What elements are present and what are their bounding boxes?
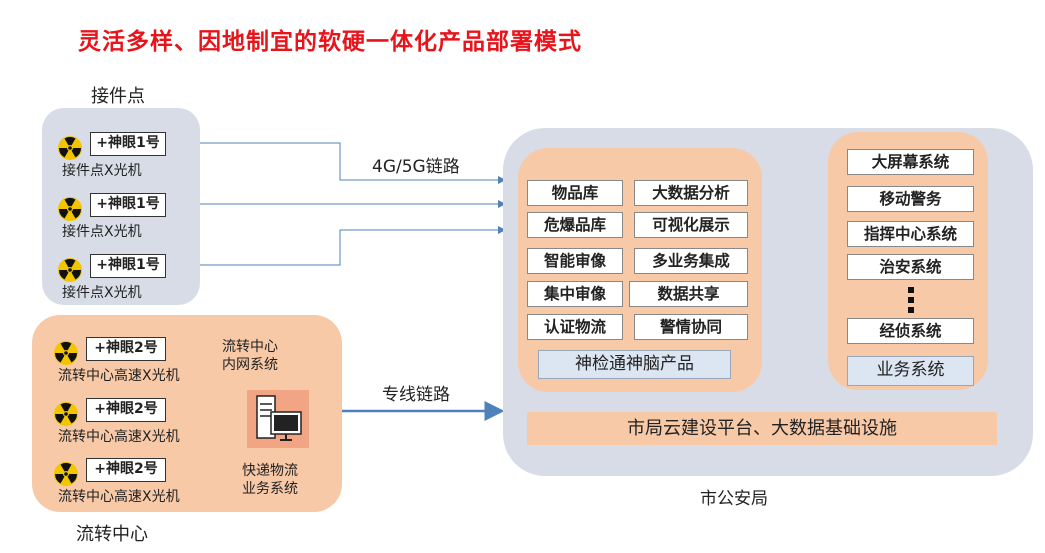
business-item: 移动警务 [847,186,974,212]
business-footer: 业务系统 [847,356,974,386]
pickup-device-3: +神眼1号 接件点X光机 [58,254,218,310]
business-item: 指挥中心系统 [847,221,974,247]
transfer-device-2: +神眼2号 流转中心高速X光机 [54,398,214,454]
device-tag: +神眼2号 [86,398,166,422]
dedicated-link-label: 专线链路 [382,385,450,405]
transfer-section-label: 流转中心 [76,524,148,545]
product-item: 智能审像 [527,248,623,274]
device-tag: +神眼2号 [86,458,166,482]
product-item: 大数据分析 [634,180,748,206]
device-tag: +神眼1号 [90,132,166,156]
radiation-icon [54,462,78,486]
product-item: 多业务集成 [634,248,748,274]
courier-system-label: 快递物流 业务系统 [242,463,298,497]
device-name: 流转中心高速X光机 [58,368,180,384]
products-footer: 神检通神脑产品 [538,350,731,379]
page-title: 灵活多样、因地制宜的软硬一体化产品部署模式 [78,29,582,55]
product-item: 认证物流 [527,314,623,340]
business-item: 治安系统 [847,254,974,280]
device-tag: +神眼2号 [86,337,166,361]
wireless-link-label: 4G/5G链路 [372,157,460,177]
city-bureau-label: 市公安局 [700,489,768,509]
device-tag: +神眼1号 [90,193,166,217]
intranet-system-label: 流转中心 内网系统 [222,339,278,373]
product-item: 集中审像 [527,281,623,307]
business-item: 经侦系统 [847,318,974,344]
product-item: 警情协同 [634,314,748,340]
radiation-icon [54,402,78,426]
device-tag: +神眼1号 [90,254,166,278]
pickup-link-1 [170,142,506,184]
device-name: 接件点X光机 [62,224,142,240]
product-item: 物品库 [527,180,623,206]
business-item: 大屏幕系统 [847,149,974,175]
device-name: 流转中心高速X光机 [58,489,180,505]
platform-bar: 市局云建设平台、大数据基础设施 [527,412,997,445]
product-item: 可视化展示 [634,212,748,238]
pickup-link-3 [170,226,506,266]
server-icon [247,390,309,448]
device-name: 接件点X光机 [62,285,142,301]
pickup-device-1: +神眼1号 接件点X光机 [58,132,218,188]
radiation-icon [58,258,82,282]
radiation-icon [58,197,82,221]
product-item: 数据共享 [629,281,748,307]
pickup-device-2: +神眼1号 接件点X光机 [58,193,218,249]
device-name: 接件点X光机 [62,163,142,179]
pickup-section-label: 接件点 [91,86,145,107]
radiation-icon [58,136,82,160]
transfer-device-1: +神眼2号 流转中心高速X光机 [54,337,214,393]
product-item: 危爆品库 [527,212,623,238]
device-name: 流转中心高速X光机 [58,429,180,445]
transfer-device-3: +神眼2号 流转中心高速X光机 [54,458,214,514]
radiation-icon [54,341,78,365]
ellipsis-dots [908,287,914,313]
